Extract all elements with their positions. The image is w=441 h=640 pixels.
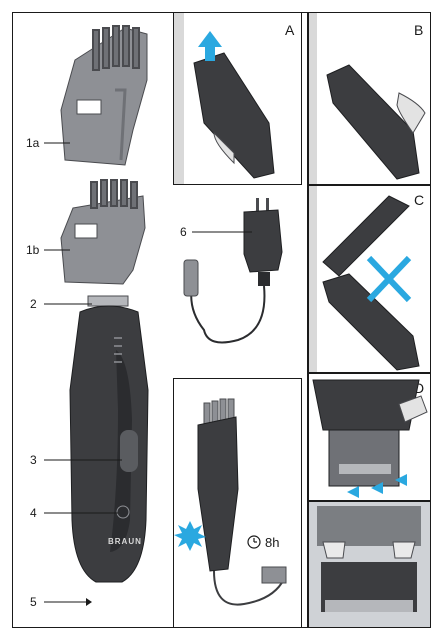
leaders-main [44, 303, 122, 606]
comb-1a-illustration [60, 25, 148, 166]
panel-letter-a: A [285, 22, 295, 38]
charge-time: 8h [265, 535, 280, 550]
panel-letter-d: D [414, 380, 425, 396]
panel-letter-c: C [414, 192, 425, 208]
brand-logo: BRAUN [108, 537, 142, 546]
leader-1b [44, 249, 70, 251]
label-5: 5 [30, 595, 37, 609]
label-1a: 1a [26, 136, 40, 150]
panel-a-illustration [174, 13, 275, 184]
panel-b-illustration [309, 13, 426, 184]
charger-illustration [183, 198, 283, 344]
clock-icon [247, 535, 261, 549]
label-4: 4 [30, 506, 37, 520]
comb-1b-illustration [60, 179, 146, 285]
leader-1a [44, 142, 70, 144]
label-6: 6 [180, 225, 187, 239]
panel-letter-b: B [414, 22, 424, 38]
panel-d-illustration [312, 379, 428, 498]
label-3: 3 [30, 453, 37, 467]
charging-clipper-illustration [174, 398, 287, 606]
panel-c-illustration [309, 186, 420, 372]
label-2: 2 [30, 297, 37, 311]
panel-d2-illustration [309, 502, 430, 627]
label-1b: 1b [26, 243, 40, 257]
leader-6 [192, 231, 252, 233]
